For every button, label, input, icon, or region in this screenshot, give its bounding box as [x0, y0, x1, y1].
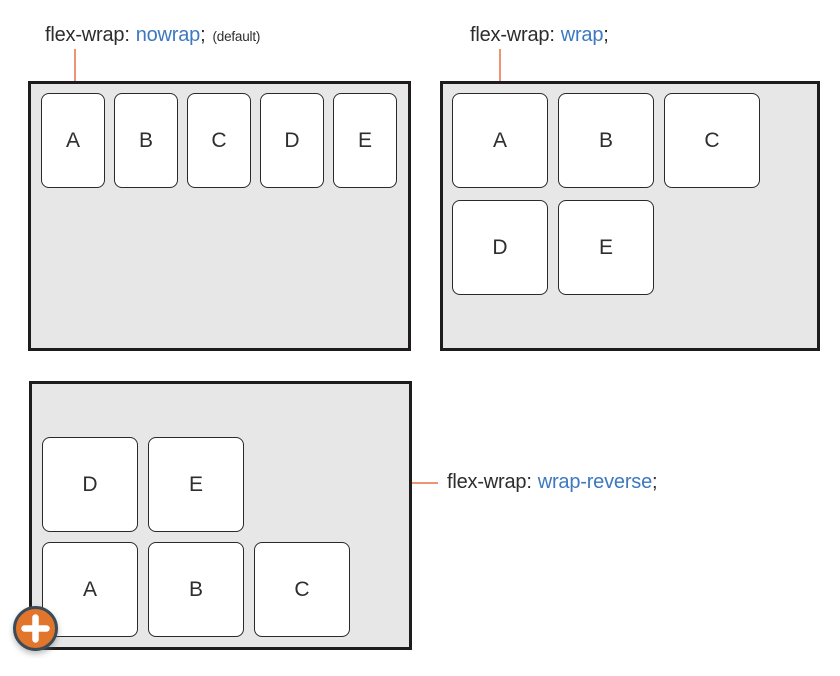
label-flex-wrap-wrap-reverse: flex-wrap:wrap-reverse;	[447, 471, 658, 493]
container-wrap: A B C D E	[440, 81, 820, 351]
flex-item-b: B	[114, 93, 178, 188]
css-value-text: wrap-reverse	[537, 471, 653, 493]
css-value-text: nowrap	[135, 24, 201, 46]
container-nowrap: A B C D E	[28, 81, 411, 351]
flex-item-e: E	[333, 93, 397, 188]
flex-item-b: B	[148, 542, 244, 637]
add-item-button[interactable]	[13, 606, 58, 651]
connector-line-wrap	[499, 49, 501, 81]
flex-item-a: A	[41, 93, 105, 188]
flex-item-e: E	[148, 437, 244, 532]
css-property-text: flex-wrap:	[45, 24, 130, 46]
flex-item-e: E	[558, 200, 654, 295]
flex-item-d: D	[452, 200, 548, 295]
flex-item-c: C	[254, 542, 350, 637]
flex-item-d: D	[42, 437, 138, 532]
semicolon-text: ;	[652, 471, 658, 493]
plus-icon	[16, 609, 55, 648]
label-flex-wrap-wrap: flex-wrap:wrap;	[470, 24, 609, 46]
flex-item-a: A	[452, 93, 548, 188]
flex-item-a: A	[42, 542, 138, 637]
css-value-text: wrap	[560, 24, 604, 46]
css-property-text: flex-wrap:	[447, 471, 532, 493]
css-property-text: flex-wrap:	[470, 24, 555, 46]
container-wrap-reverse: A B C D E	[29, 381, 412, 650]
flex-item-c: C	[664, 93, 760, 188]
label-flex-wrap-nowrap: flex-wrap:nowrap; (default)	[45, 24, 260, 48]
semicolon-text: ;	[603, 24, 609, 46]
connector-line-wrap-reverse	[412, 482, 438, 484]
connector-line-nowrap	[74, 49, 76, 81]
flex-item-c: C	[187, 93, 251, 188]
semicolon-text: ;	[200, 24, 206, 46]
flex-item-d: D	[260, 93, 324, 188]
flex-item-b: B	[558, 93, 654, 188]
default-note-text: (default)	[212, 29, 261, 44]
